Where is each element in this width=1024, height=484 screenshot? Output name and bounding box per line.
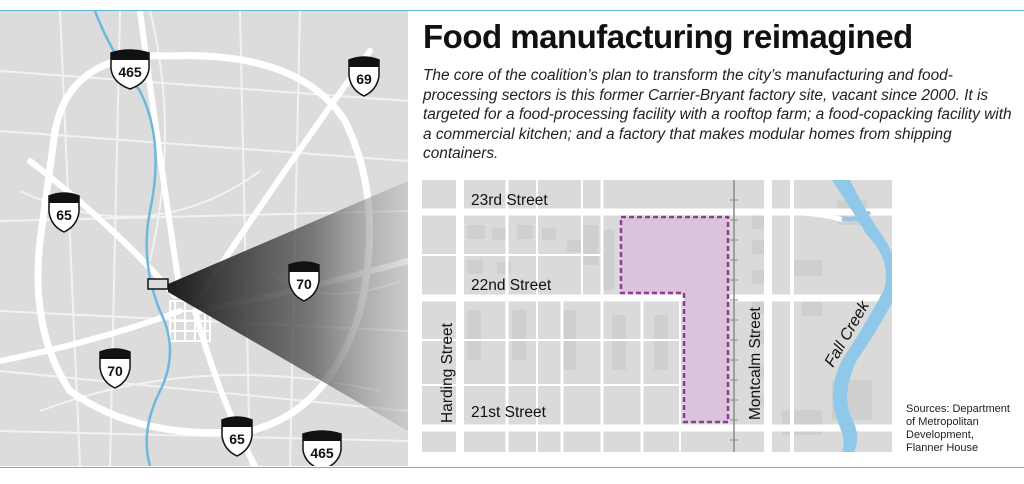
top-rule (0, 10, 1024, 11)
fall-creek-water (832, 180, 892, 452)
label-montcalm-street: Montcalm Street (747, 306, 764, 420)
sources-line-3: Development, (906, 429, 974, 441)
label-21st-street: 21st Street (471, 404, 547, 421)
i70-left-shield: 70 (99, 348, 131, 389)
i70-right-number: 70 (296, 276, 312, 292)
creek-tributary (841, 210, 872, 222)
sources-credit: Sources: Department of Metropolitan Deve… (906, 403, 1021, 455)
sources-line-1: Sources: Department (906, 403, 1010, 415)
label-harding-street: Harding Street (439, 322, 456, 423)
i65-bottom-shield: 65 (221, 416, 253, 457)
factory-site (619, 215, 730, 424)
label-23rd-street: 23rd Street (471, 192, 548, 209)
railroad (730, 180, 738, 452)
i69-number: 69 (356, 71, 372, 87)
page-title: Food manufacturing reimagined (423, 18, 913, 55)
site-locator-box (147, 278, 169, 290)
i65-top-shield: 65 (48, 192, 80, 233)
zoom-beam (168, 181, 408, 431)
detail-streets (422, 180, 892, 452)
i70-left-number: 70 (107, 363, 123, 379)
page-description: The core of the coalition’s plan to tran… (423, 67, 1012, 163)
label-22nd-street: 22nd Street (471, 277, 552, 294)
locator-map: 465 69 65 70 70 65 4 (0, 11, 408, 466)
sources-line-4: Flanner House (906, 442, 979, 454)
i465-bottom-number: 465 (310, 445, 334, 461)
i65-top-number: 65 (56, 207, 72, 223)
i65-bottom-number: 65 (229, 431, 245, 447)
i69-shield: 69 (348, 56, 380, 97)
detail-map: 23rd Street 22nd Street 21st Street Hard… (422, 180, 892, 452)
detail-map-canvas: 23rd Street 22nd Street 21st Street Hard… (422, 180, 892, 452)
sources-line-2: of Metropolitan (906, 416, 979, 428)
locator-map-canvas: 465 69 65 70 70 65 4 (0, 11, 408, 466)
i70-right-shield: 70 (288, 261, 320, 302)
i465-bottom-shield: 465 (302, 430, 342, 466)
bottom-rule (0, 467, 1024, 468)
i465-top-shield: 465 (110, 49, 150, 90)
i465-top-number: 465 (118, 64, 142, 80)
